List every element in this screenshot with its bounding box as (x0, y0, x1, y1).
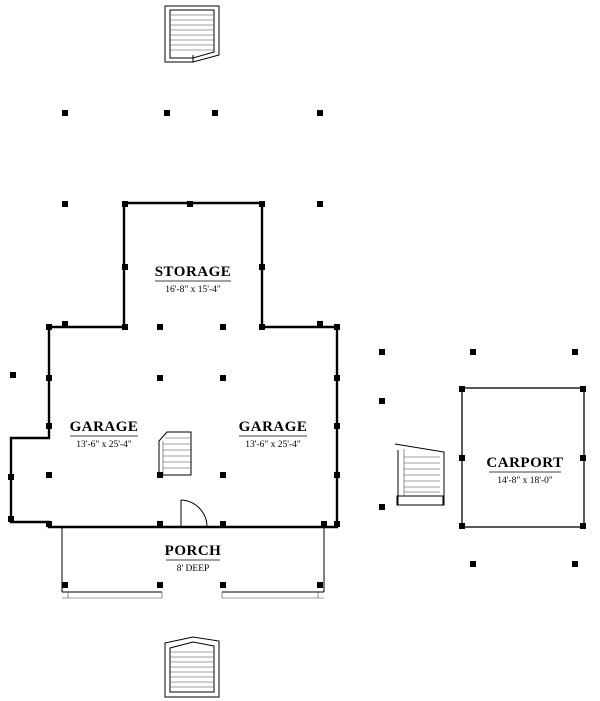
stair-interior (158, 431, 192, 476)
stair-right (394, 443, 445, 506)
room-garage-right-name: GARAGE (239, 419, 308, 435)
room-porch: PORCH 8' DEEP (165, 543, 222, 574)
room-porch-name: PORCH (165, 543, 222, 559)
building-walls (9, 201, 339, 529)
room-carport-size: 14'-8" x 18'-0" (497, 476, 553, 486)
room-carport: CARPORT 14'-8" x 18'-0" (486, 455, 563, 486)
room-storage-size: 16'-8" x 15'-4" (165, 285, 221, 295)
room-garage-left: GARAGE 13'-6" x 25'-4" (70, 419, 139, 450)
room-storage-name: STORAGE (155, 264, 232, 280)
room-garage-left-size: 13'-6" x 25'-4" (76, 440, 132, 450)
porch-outline (61, 527, 325, 599)
door-swing (180, 499, 208, 527)
room-storage: STORAGE 16'-8" x 15'-4" (155, 264, 232, 295)
room-garage-left-name: GARAGE (70, 419, 139, 435)
column-posts (8, 110, 586, 588)
room-carport-name: CARPORT (486, 455, 563, 471)
stair-bottom (164, 636, 220, 698)
room-porch-size: 8' DEEP (177, 564, 210, 574)
room-garage-right-size: 13'-6" x 25'-4" (245, 440, 301, 450)
stair-top (164, 5, 220, 63)
room-garage-right: GARAGE 13'-6" x 25'-4" (239, 419, 308, 450)
